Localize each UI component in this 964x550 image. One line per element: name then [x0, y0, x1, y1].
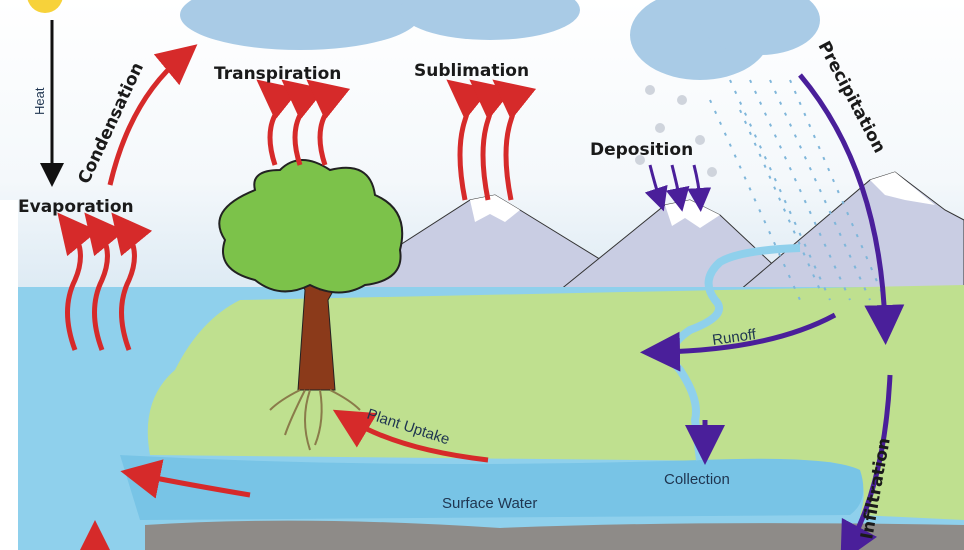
rain: [709, 79, 886, 301]
red-arrows: [57, 44, 537, 550]
deposition-label: Deposition: [590, 140, 693, 160]
left-border: [0, 200, 18, 550]
heat-label: Heat: [32, 87, 47, 115]
purple-arrows: [640, 73, 905, 550]
surface-water-label: Surface Water: [442, 495, 537, 512]
tree: [218, 159, 404, 451]
collection-label: Collection: [664, 471, 730, 488]
bedrock: [145, 520, 964, 550]
clouds: [180, 0, 820, 80]
sublimation-label: Sublimation: [414, 61, 529, 81]
snowflake-icons: [635, 85, 717, 177]
evaporation-label: Evaporation: [18, 197, 134, 217]
mountains: [328, 171, 964, 291]
transpiration-label: Transpiration: [214, 64, 341, 84]
sun-icon: [27, 0, 63, 13]
surface-water: [120, 455, 864, 520]
river: [668, 244, 801, 461]
runoff-label: Runoff: [711, 326, 758, 349]
